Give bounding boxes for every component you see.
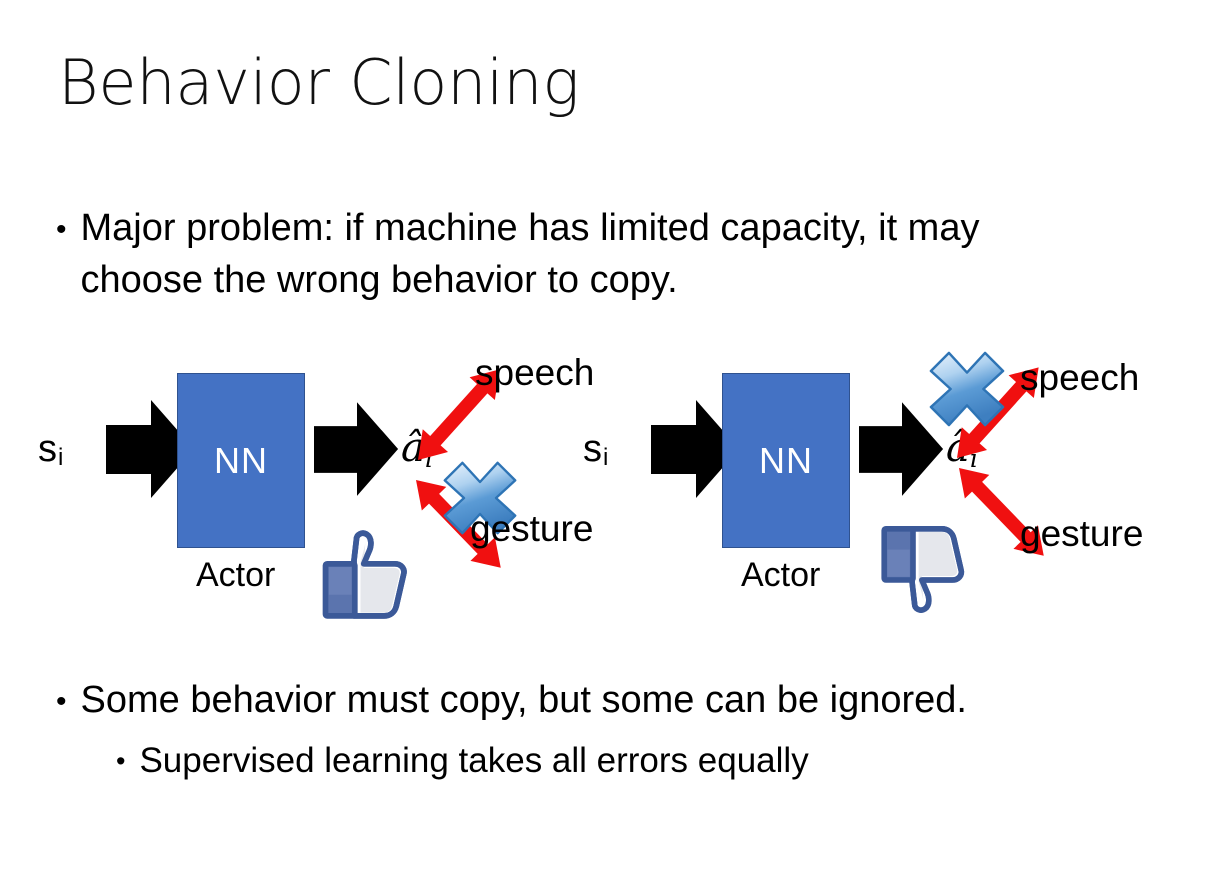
- state-label-left: si: [38, 428, 63, 472]
- action-subscript: i: [969, 444, 978, 473]
- actor-caption-right: Actor: [741, 556, 821, 594]
- bullet-top: • Major problem: if machine has limited …: [56, 203, 1156, 306]
- slide-title: Behavior Cloning: [58, 46, 580, 119]
- bullet-marker-icon: •: [56, 213, 67, 246]
- speech-label-left: speech: [475, 352, 595, 393]
- output-arrow-icon: [859, 402, 944, 496]
- gesture-label-left: gesture: [470, 508, 594, 549]
- output-arrow-icon: [314, 402, 399, 496]
- action-subscript: i: [424, 444, 433, 473]
- bullet-top-text: Major problem: if machine has limited ca…: [80, 207, 980, 301]
- diagram-right-wrong-copy: si NN Actor âi: [555, 340, 1155, 640]
- bullet-bottom-level2-text: Supervised learning takes all errors equ…: [139, 741, 809, 780]
- bullet-bottom-level1-text: Some behavior must copy, but some can be…: [80, 679, 967, 721]
- nn-box-label: NN: [759, 439, 813, 481]
- bullet-bottom-level1: • Some behavior must copy, but some can …: [56, 675, 1176, 727]
- state-label-right: si: [583, 428, 608, 472]
- speech-label-right: speech: [1020, 357, 1140, 398]
- gesture-branch-arrow-right: [959, 468, 1044, 556]
- actor-caption-left: Actor: [196, 556, 276, 594]
- bullet-marker-icon: •: [116, 746, 126, 776]
- state-subscript: i: [58, 444, 64, 471]
- thumbs-down-icon: [881, 525, 965, 613]
- gesture-label-right: gesture: [1020, 513, 1144, 554]
- state-subscript: i: [603, 444, 609, 471]
- nn-box-left: NN: [177, 373, 305, 548]
- nn-box-label: NN: [214, 439, 268, 481]
- thumbs-up-icon: [322, 530, 407, 619]
- cross-icon-gesture-left: [443, 461, 517, 535]
- speech-branch-arrow-left: [418, 369, 500, 460]
- nn-box-right: NN: [722, 373, 850, 548]
- input-arrow-icon: [106, 400, 194, 498]
- diagram-left-correct-copy: si NN Actor âi: [10, 340, 610, 640]
- bullet-marker-icon: •: [56, 685, 67, 718]
- bullet-bottom-level2: • Supervised learning takes all errors e…: [116, 737, 1176, 785]
- cross-icon-speech-right: [929, 351, 1005, 427]
- state-symbol: s: [583, 428, 602, 470]
- state-symbol: s: [38, 428, 57, 470]
- input-arrow-icon: [651, 400, 739, 498]
